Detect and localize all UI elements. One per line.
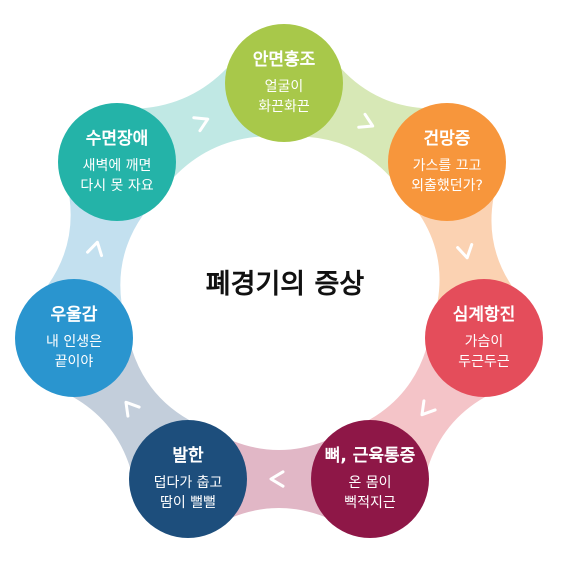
- chevron-arrow-icon: [456, 243, 474, 260]
- symptom-node-bone-muscle-pain: 뼈, 근육통증 온 몸이 뻑적지근: [311, 420, 429, 538]
- symptom-desc-line: 가슴이: [464, 334, 504, 350]
- chevron-arrow-icon: [269, 470, 285, 488]
- symptom-title: 건망증: [423, 129, 471, 149]
- chevron-arrow-icon: [357, 112, 375, 129]
- symptom-node-sweating: 발한 덥다가 춥고 땀이 뻘뻘: [129, 420, 247, 538]
- symptom-desc-line: 두근두근: [458, 354, 510, 370]
- symptom-desc-line: 뻑적지근: [344, 495, 396, 511]
- connector-band: [419, 198, 512, 302]
- symptom-desc-line: 화끈화끈: [258, 99, 310, 115]
- symptom-desc-line: 얼굴이: [264, 79, 304, 95]
- symptom-desc-line: 다시 못 자요: [80, 178, 154, 194]
- symptom-desc-line: 끝이야: [54, 354, 94, 370]
- symptom-desc-line: 외출했던가?: [411, 178, 483, 194]
- symptom-title: 안면홍조: [252, 50, 316, 70]
- connector-band: [233, 441, 325, 517]
- symptom-desc-line: 땀이 뻘뻘: [160, 495, 216, 511]
- symptom-node-forgetfulness: 건망증 가스를 끄고 외출했던가?: [388, 103, 506, 221]
- symptom-title: 발한: [172, 446, 204, 466]
- symptom-title: 심계항진: [452, 305, 516, 325]
- diagram-title: 폐경기의 증상: [205, 269, 365, 300]
- symptom-title: 뼈, 근육통증: [324, 446, 416, 466]
- symptom-node-palpitations: 심계항진 가슴이 두근두근: [425, 279, 543, 397]
- symptom-desc-line: 덥다가 춥고: [153, 475, 223, 491]
- chevron-arrow-icon: [86, 240, 104, 258]
- symptom-title: 우울감: [50, 305, 98, 325]
- symptom-node-hot-flashes: 안면홍조 얼굴이 화끈화끈: [225, 24, 343, 142]
- chevron-arrow-icon: [192, 116, 210, 133]
- symptom-node-depression: 우울감 내 인생은 끝이야: [15, 279, 133, 397]
- symptom-title: 수면장애: [85, 129, 149, 149]
- chevron-arrow-icon: [124, 400, 141, 418]
- symptom-desc-line: 내 인생은: [46, 334, 102, 350]
- chevron-arrow-icon: [420, 399, 437, 417]
- connector-band: [47, 196, 144, 304]
- symptom-node-sleep-disorder: 수면장애 새벽에 깨면 다시 못 자요: [58, 103, 176, 221]
- symptom-desc-line: 가스를 끄고: [412, 158, 482, 174]
- symptom-desc-line: 새벽에 깨면: [82, 158, 152, 174]
- symptom-desc-line: 온 몸이: [348, 475, 392, 491]
